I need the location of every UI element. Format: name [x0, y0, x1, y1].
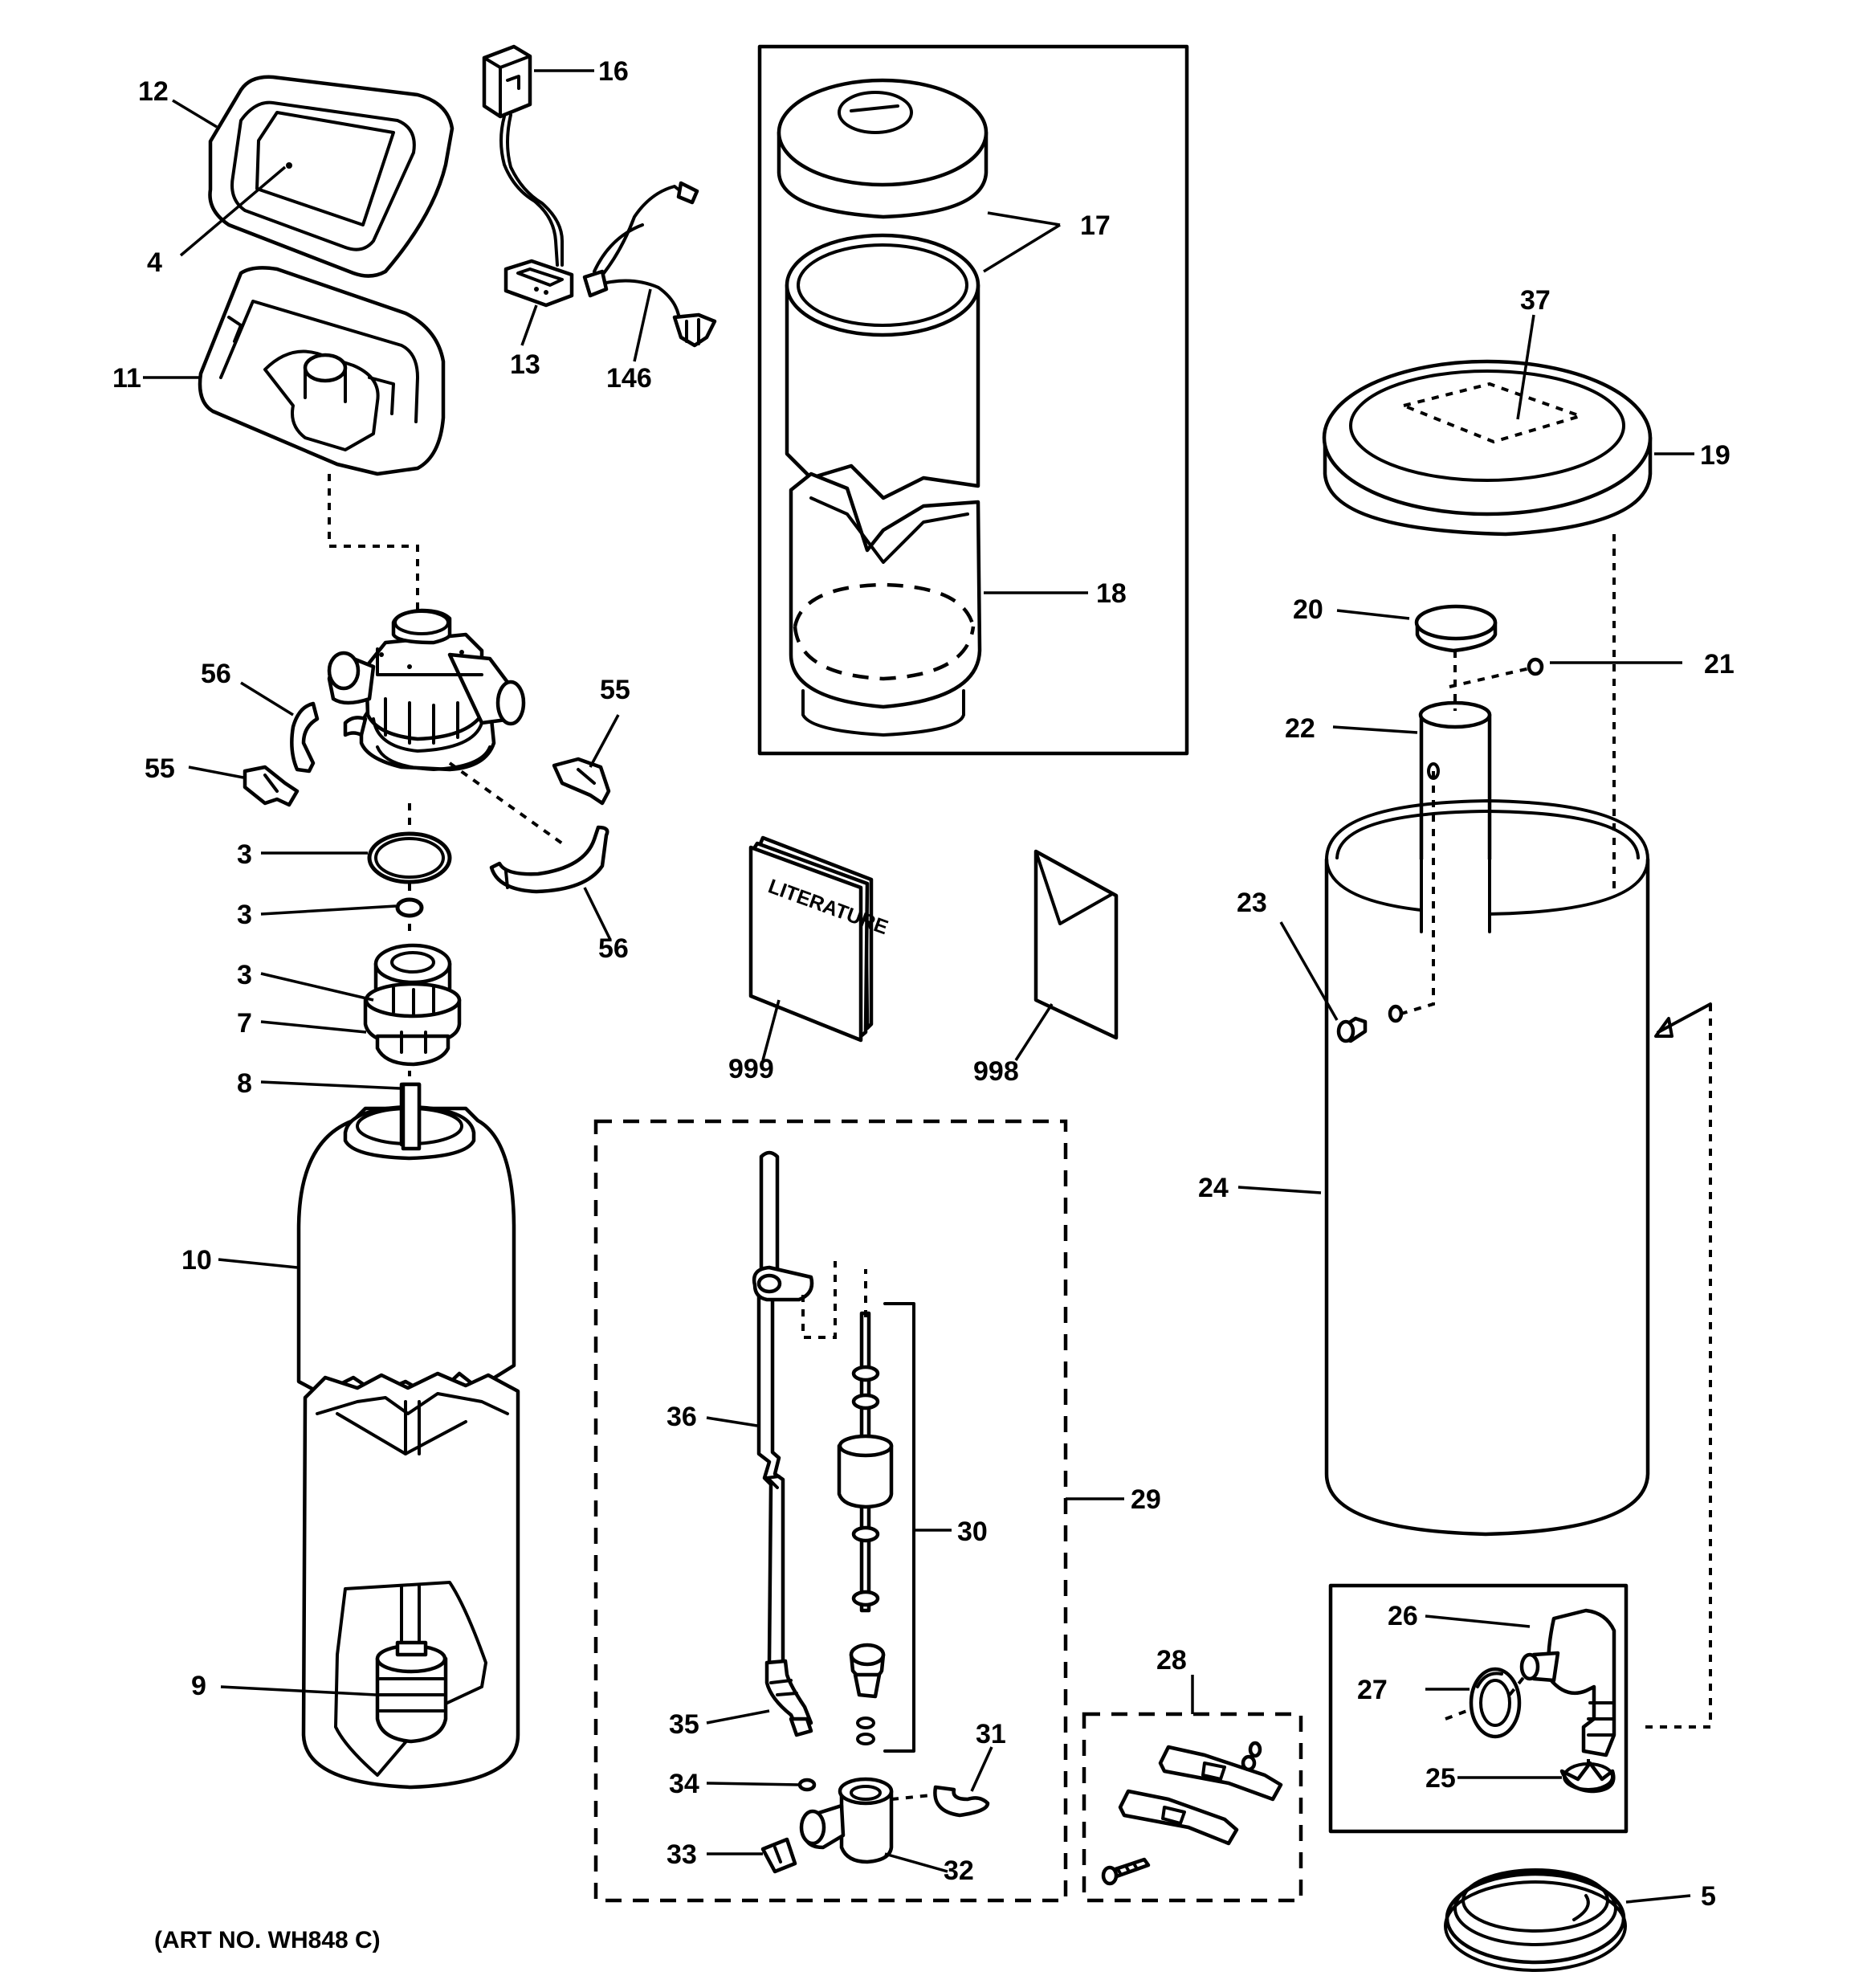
callout-34: 34 — [669, 1769, 699, 1799]
callout-11: 11 — [112, 363, 141, 394]
part-3-small-o-ring — [395, 897, 424, 918]
part-56-bypass-clip-left — [290, 701, 368, 774]
callout-7: 7 — [237, 1008, 252, 1039]
callout-4: 4 — [147, 247, 162, 278]
callout-3-c: 3 — [237, 960, 252, 990]
callout-24: 24 — [1198, 1173, 1229, 1203]
callout-19: 19 — [1700, 440, 1731, 471]
part-999-literature-booklet: LITERATURE — [748, 835, 891, 1043]
callout-16: 16 — [598, 56, 629, 87]
part-32-valve-body — [799, 1777, 894, 1864]
callout-28: 28 — [1156, 1645, 1187, 1676]
part-17-18-upper-container-section — [785, 233, 980, 500]
part-30-float-assembly — [837, 1311, 894, 1745]
callout-18: 18 — [1096, 578, 1127, 609]
part-998-envelope — [1033, 849, 1119, 1040]
callout-26: 26 — [1388, 1601, 1418, 1631]
part-28-hardware-kit-box — [1082, 1712, 1303, 1903]
callout-35: 35 — [669, 1709, 699, 1740]
part-17-top-lid — [777, 78, 989, 219]
cover-to-valve-dotted-line — [328, 474, 419, 643]
part-28-brackets-and-screws — [1101, 1741, 1283, 1886]
art-number: (ART NO. WH848 C) — [154, 1927, 381, 1953]
callout-999: 999 — [728, 1054, 774, 1084]
part-16-power-transformer — [482, 44, 564, 267]
part-146-wire-harness — [582, 181, 717, 348]
overflow-dotted-lines — [1445, 1673, 1590, 1767]
control-valve-assembly — [327, 608, 526, 772]
callout-30: 30 — [957, 1517, 988, 1547]
part-30-bracket — [883, 1302, 915, 1753]
callout-17: 17 — [1080, 210, 1111, 241]
brine-valve-dotted-lines — [801, 1261, 932, 1801]
part-23-screw — [1336, 1016, 1368, 1043]
part-8-riser-tube — [401, 1082, 422, 1151]
callout-numbers: 12 4 11 16 13 146 17 18 37 19 20 21 22 2… — [112, 56, 1735, 1912]
callout-56-left: 56 — [201, 659, 231, 689]
part-3-7-adapter-assembly — [363, 943, 462, 1067]
part-9-distributor — [375, 1640, 448, 1744]
callout-12: 12 — [138, 76, 169, 107]
part-27-grommet-ring — [1469, 1667, 1522, 1739]
part-55-clip-left — [243, 765, 300, 807]
callout-3-a: 3 — [237, 839, 252, 870]
callout-36: 36 — [667, 1402, 697, 1432]
callout-13: 13 — [510, 349, 540, 380]
part-12-top-cover — [208, 75, 455, 278]
callout-29: 29 — [1131, 1484, 1161, 1515]
callout-32: 32 — [944, 1855, 974, 1886]
callout-27: 27 — [1357, 1675, 1388, 1705]
part-37-lid-label — [1398, 382, 1586, 444]
callout-22: 22 — [1285, 713, 1315, 744]
callout-3-b: 3 — [237, 900, 252, 930]
part-34-o-ring — [797, 1778, 817, 1792]
part-24-brine-tank — [1324, 799, 1650, 1537]
part-35-air-check-tube-bend — [764, 1659, 813, 1737]
callout-5: 5 — [1701, 1881, 1716, 1912]
callout-146: 146 — [606, 363, 652, 394]
part-36-brine-pick-up-tube — [752, 1150, 814, 1665]
tank-dotted-alignment-lines — [1400, 534, 1712, 1729]
part-21-grommet — [1527, 657, 1544, 676]
parts-25-27-overflow-box — [1328, 1583, 1629, 1834]
callout-20: 20 — [1293, 594, 1323, 625]
part-19-brine-tank-lid — [1322, 359, 1653, 537]
part-20-brine-well-cap — [1414, 604, 1498, 653]
part-4-badge-dot — [286, 162, 292, 169]
part-18-lower-container-section — [789, 471, 982, 737]
part-56-bypass-clip-right — [489, 825, 609, 894]
callout-55-left: 55 — [145, 753, 175, 784]
callout-31: 31 — [976, 1719, 1006, 1749]
part-11-controller-housing — [198, 266, 446, 476]
callout-55-right: 55 — [600, 675, 630, 705]
callout-998: 998 — [973, 1056, 1019, 1087]
callout-23: 23 — [1237, 888, 1267, 918]
callout-9: 9 — [191, 1671, 206, 1701]
part-3-large-o-ring — [367, 831, 452, 884]
part-33-clip — [760, 1837, 797, 1874]
part-13-circuit-board — [503, 259, 574, 308]
part-25-hose-clamp — [1559, 1761, 1616, 1794]
callout-37: 37 — [1520, 285, 1551, 316]
part-55-clip-right — [552, 757, 611, 806]
parts-17-18-salt-container-box — [757, 44, 1189, 756]
callout-56-right: 56 — [598, 933, 629, 964]
callout-25: 25 — [1425, 1763, 1456, 1794]
part-31-retaining-clip — [933, 1785, 990, 1818]
callout-8: 8 — [237, 1068, 252, 1099]
part-26-overflow-elbow — [1519, 1608, 1616, 1757]
callout-21: 21 — [1704, 649, 1735, 680]
callout-33: 33 — [667, 1839, 697, 1870]
part-29-brine-valve-group-box — [593, 1119, 1068, 1903]
leader-lines — [143, 69, 1694, 1904]
part-5-hose-coil — [1444, 1868, 1627, 1972]
callout-10: 10 — [181, 1245, 212, 1276]
